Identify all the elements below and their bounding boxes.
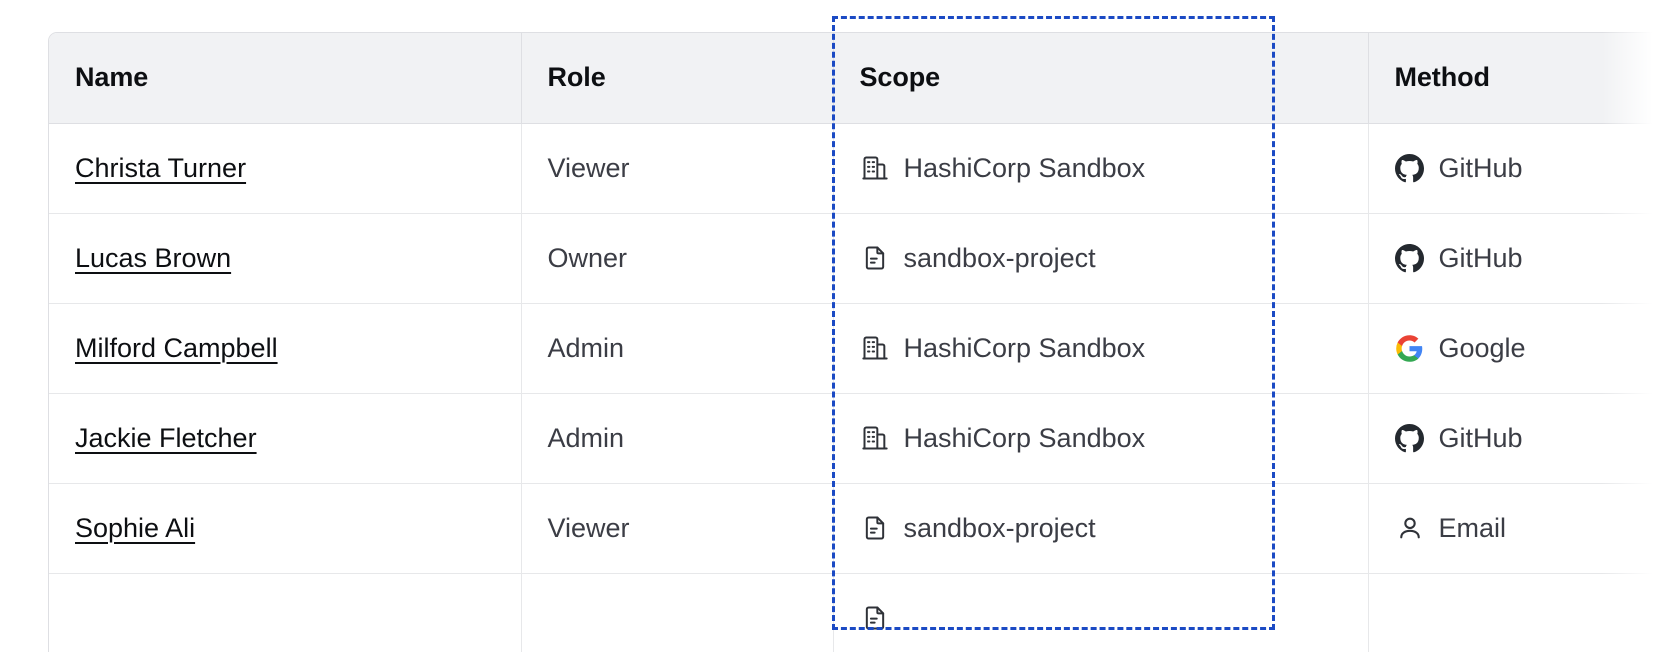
github-icon bbox=[1395, 153, 1425, 183]
cell-role: Owner bbox=[521, 213, 834, 304]
table-body: Christa Turner Viewer bbox=[49, 123, 1672, 652]
google-icon bbox=[1395, 333, 1425, 363]
method-label: GitHub bbox=[1438, 422, 1523, 453]
method-label: Email bbox=[1438, 512, 1507, 543]
user-person-icon bbox=[1395, 513, 1425, 543]
column-header-scope[interactable]: Scope bbox=[833, 33, 1369, 124]
cell-method: Google bbox=[1368, 303, 1672, 394]
user-name-link[interactable]: Christa Turner bbox=[75, 152, 247, 183]
scope-label: HashiCorp Sandbox bbox=[903, 422, 1146, 453]
cell-name: Jackie Fletcher bbox=[49, 393, 522, 484]
column-header-name[interactable]: Name bbox=[49, 33, 522, 124]
cell-role: Admin bbox=[521, 303, 834, 394]
organization-building-icon bbox=[860, 423, 890, 453]
project-document-icon bbox=[860, 603, 890, 633]
table-header-row: Name Role Scope Method bbox=[49, 33, 1672, 124]
scope-label: sandbox-project bbox=[903, 512, 1096, 543]
cell-role: Viewer bbox=[521, 483, 834, 574]
cell-method: GitHub bbox=[1368, 213, 1672, 304]
cell-method: Email bbox=[1368, 483, 1672, 574]
method-label: GitHub bbox=[1438, 152, 1523, 183]
cell-role: Viewer bbox=[521, 123, 834, 214]
cell-scope: HashiCorp Sandbox bbox=[833, 303, 1369, 394]
cell-role: Admin bbox=[521, 393, 834, 484]
table-row bbox=[49, 573, 1672, 652]
table-row: Christa Turner Viewer bbox=[49, 123, 1672, 214]
cell-name bbox=[49, 573, 522, 652]
user-name-link[interactable]: Lucas Brown bbox=[75, 242, 232, 273]
user-name-link[interactable]: Milford Campbell bbox=[75, 332, 278, 363]
method-label: Google bbox=[1438, 332, 1526, 363]
table-row: Lucas Brown Owner sa bbox=[49, 213, 1672, 304]
permissions-table: Name Role Scope Method Christa Turner Vi… bbox=[49, 33, 1672, 652]
cell-name: Christa Turner bbox=[49, 123, 522, 214]
permissions-table-container: Name Role Scope Method Christa Turner Vi… bbox=[48, 32, 1672, 652]
table-row: Milford Campbell Admin bbox=[49, 303, 1672, 394]
user-name-link[interactable]: Jackie Fletcher bbox=[75, 422, 257, 453]
organization-building-icon bbox=[860, 153, 890, 183]
github-icon bbox=[1395, 423, 1425, 453]
cell-scope: sandbox-project bbox=[833, 483, 1369, 574]
cell-name: Milford Campbell bbox=[49, 303, 522, 394]
cell-method: GitHub bbox=[1368, 123, 1672, 214]
project-document-icon bbox=[860, 243, 890, 273]
table-header: Name Role Scope Method bbox=[49, 33, 1672, 124]
user-name-link[interactable]: Sophie Ali bbox=[75, 512, 196, 543]
cell-method: GitHub bbox=[1368, 393, 1672, 484]
scope-label: sandbox-project bbox=[903, 242, 1096, 273]
table-row: Sophie Ali Viewer sa bbox=[49, 483, 1672, 574]
scope-label: HashiCorp Sandbox bbox=[903, 332, 1146, 363]
cell-scope: HashiCorp Sandbox bbox=[833, 123, 1369, 214]
cell-scope: HashiCorp Sandbox bbox=[833, 393, 1369, 484]
column-header-method[interactable]: Method bbox=[1368, 33, 1672, 124]
table-row: Jackie Fletcher Admin bbox=[49, 393, 1672, 484]
organization-building-icon bbox=[860, 333, 890, 363]
cell-scope bbox=[833, 573, 1369, 652]
cell-method bbox=[1368, 573, 1672, 652]
cell-name: Sophie Ali bbox=[49, 483, 522, 574]
project-document-icon bbox=[860, 513, 890, 543]
cell-role bbox=[521, 573, 834, 652]
cell-scope: sandbox-project bbox=[833, 213, 1369, 304]
github-icon bbox=[1395, 243, 1425, 273]
scope-label: HashiCorp Sandbox bbox=[903, 152, 1146, 183]
cell-name: Lucas Brown bbox=[49, 213, 522, 304]
method-label: GitHub bbox=[1438, 242, 1523, 273]
column-header-role[interactable]: Role bbox=[521, 33, 834, 124]
